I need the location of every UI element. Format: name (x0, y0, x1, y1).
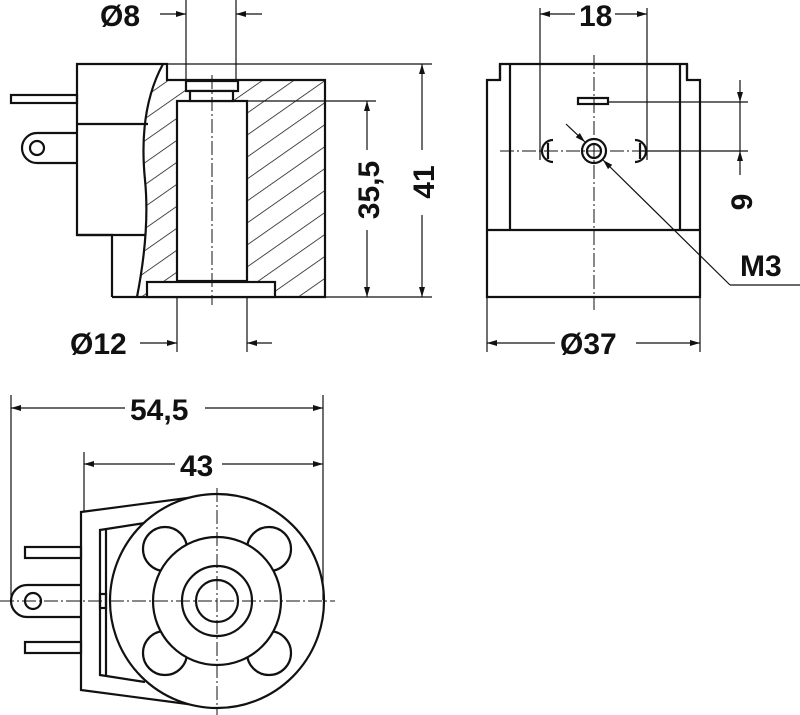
contact-left (540, 138, 554, 164)
thread-label: M3 (740, 250, 782, 283)
pin-upper (23, 545, 83, 560)
side-view: 18 9 M3 Ø37 (485, 0, 800, 361)
dim-flange-dia: Ø12 (70, 328, 127, 361)
dim-outer-dia: Ø37 (560, 328, 617, 361)
tab-hole-icon (28, 139, 46, 157)
dim-total-length: 54,5 (130, 394, 188, 427)
dim-hole-offset: 9 (726, 194, 759, 211)
dim-bore-height: 35,5 (353, 161, 386, 219)
tab (20, 131, 77, 165)
contact-slot (576, 96, 610, 106)
dim-body-length: 43 (180, 450, 213, 483)
section-view: Ø8 Ø12 35,5 41 (9, 0, 441, 361)
dim-total-height: 41 (408, 165, 441, 198)
connector-body (79, 495, 196, 707)
pin (9, 93, 79, 105)
dim-bore-top-dia: Ø8 (100, 0, 140, 33)
bottom-flange (145, 280, 277, 299)
pin-lower (23, 640, 83, 655)
dim-contact-spacing: 18 (579, 0, 612, 33)
top-view: 54,5 43 (0, 394, 335, 715)
